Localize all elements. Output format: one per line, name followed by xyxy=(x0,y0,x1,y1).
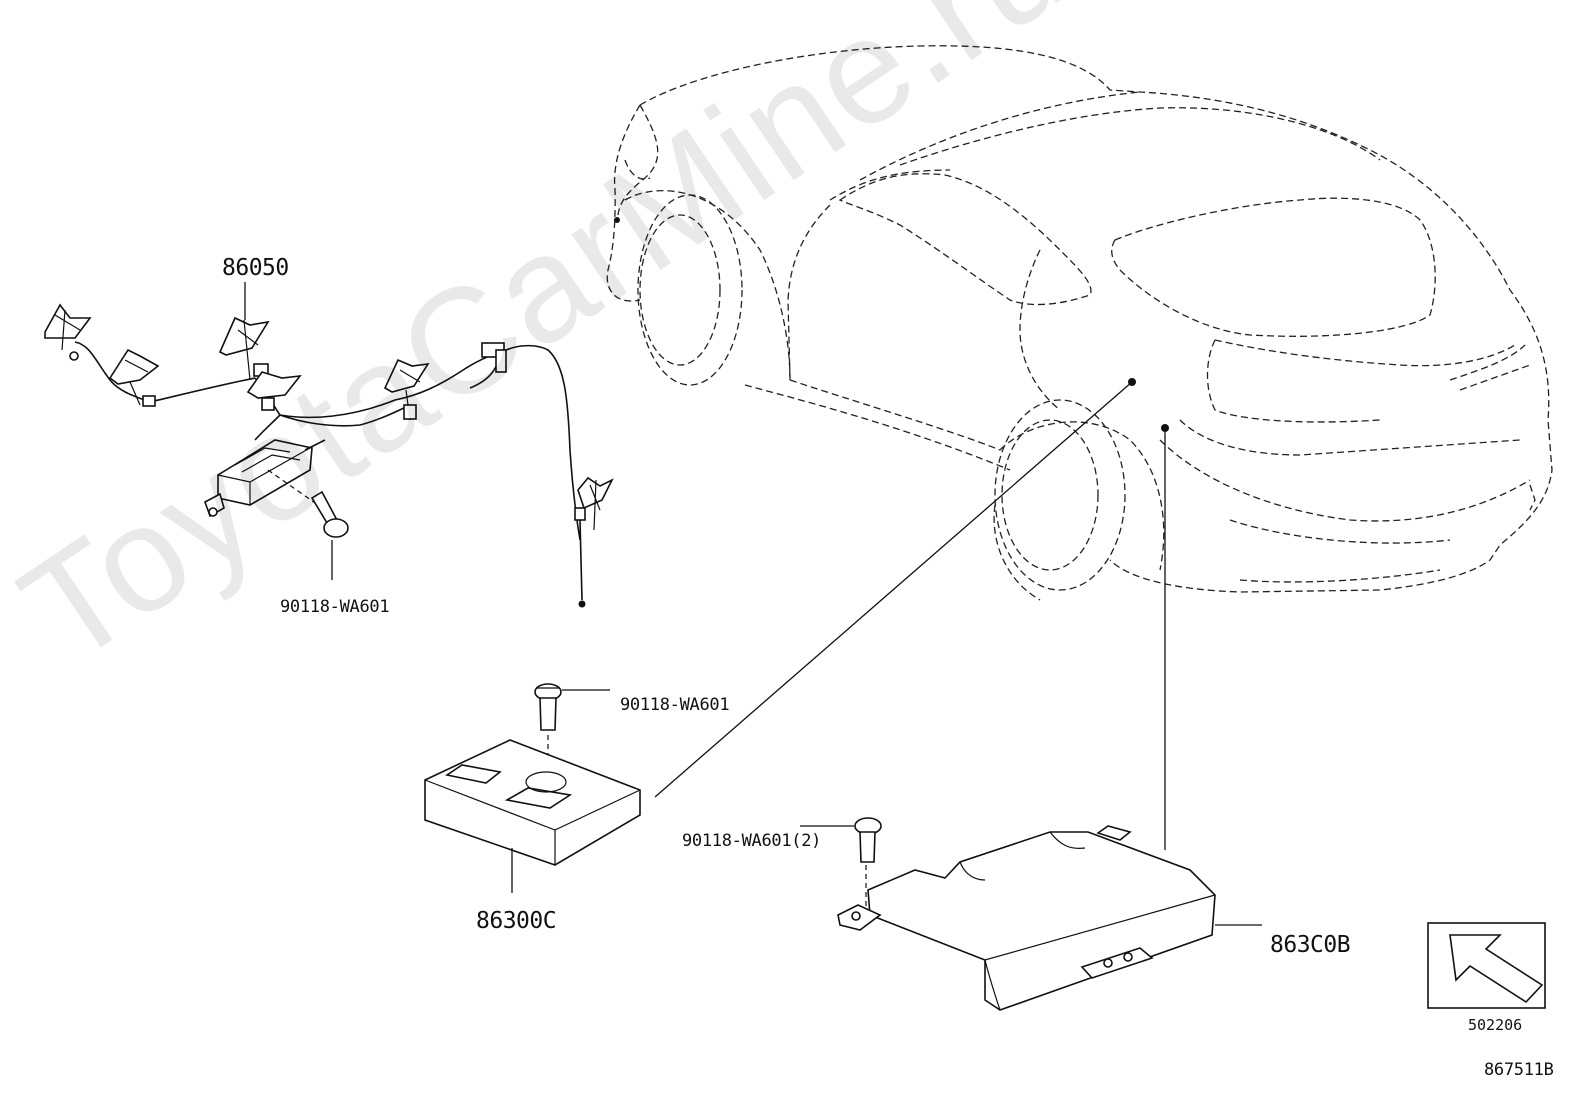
antenna-module xyxy=(204,439,326,518)
label-86300c: 86300C xyxy=(476,908,557,934)
car-outline xyxy=(606,45,1553,601)
label-90118-wa601-mid: 90118-WA601 xyxy=(620,695,730,715)
module-86300c xyxy=(424,683,641,893)
label-90118-wa601-left: 90118-WA601 xyxy=(280,597,390,617)
label-90118-wa601-x2: 90118-WA601(2) xyxy=(682,831,822,851)
label-ref-code: 502206 xyxy=(1468,1016,1523,1034)
module-863c0b xyxy=(800,817,1262,1011)
label-863c0b: 863C0B xyxy=(1270,932,1351,958)
label-diagram-code: 867511B xyxy=(1484,1060,1554,1080)
leader-86300c xyxy=(654,381,1133,798)
clip-pin-left xyxy=(267,469,349,580)
antenna-harness-86050 xyxy=(44,282,614,608)
front-arrow-icon xyxy=(1427,922,1546,1009)
label-86050: 86050 xyxy=(222,255,289,281)
